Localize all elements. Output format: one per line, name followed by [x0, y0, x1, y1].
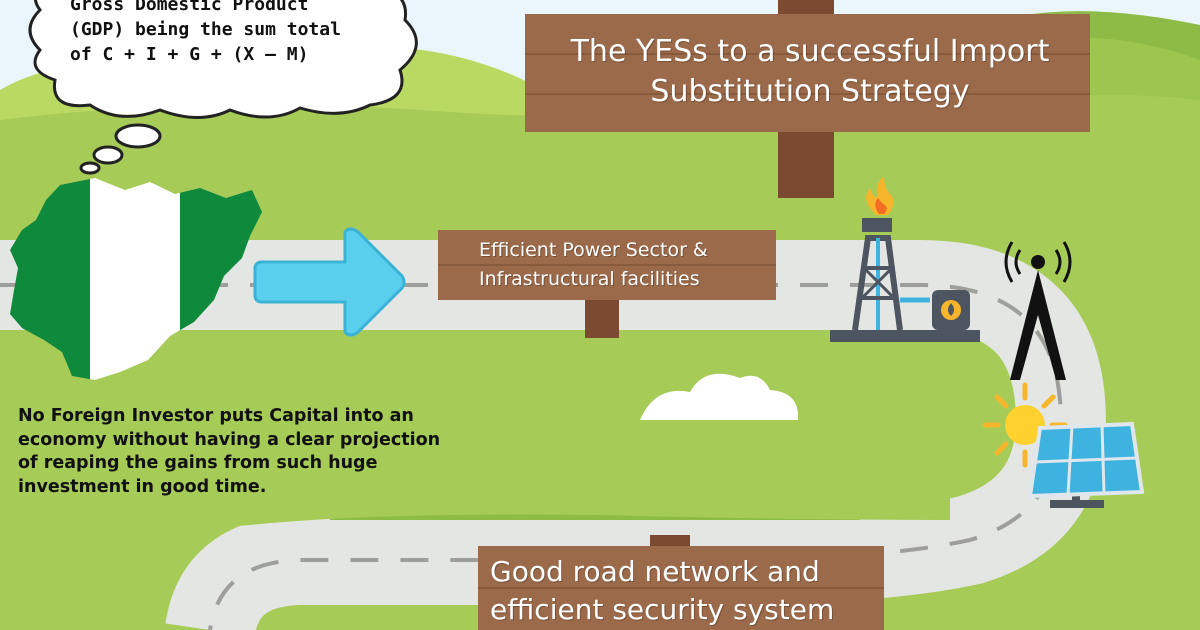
gdp-line-2: (GDP) being the sum total — [70, 19, 341, 40]
thought-bubble-text: Gross Domestic Product (GDP) being the s… — [70, 0, 380, 67]
gdp-line-1: Gross Domestic Product — [70, 0, 309, 15]
power-sign-text: Efficient Power Sector & Infrastructural… — [479, 239, 708, 290]
investor-note: No Foreign Investor puts Capital into an… — [18, 406, 441, 497]
nigeria-map-flag-icon — [10, 178, 262, 380]
thought-bubble — [28, 0, 418, 175]
sun-icon — [982, 382, 1068, 468]
main-sign-title: The YESs to a successful Import Substitu… — [570, 34, 1050, 109]
main-sign-post — [525, 0, 1090, 198]
solar-panel-icon — [1027, 421, 1145, 508]
flame-icon — [866, 176, 894, 215]
cloud — [640, 373, 799, 420]
road-sign-board — [478, 535, 884, 630]
oil-rig-icon — [830, 218, 980, 342]
right-arrow-icon — [253, 227, 406, 337]
road-sign-text: Good road network and efficient security… — [490, 555, 835, 626]
gdp-line-3: of C + I + G + (X – M) — [70, 44, 309, 65]
radio-tower-icon — [1004, 241, 1072, 380]
gas-tank-icon — [932, 290, 970, 330]
power-sign-board — [438, 230, 776, 338]
road — [0, 240, 1106, 630]
